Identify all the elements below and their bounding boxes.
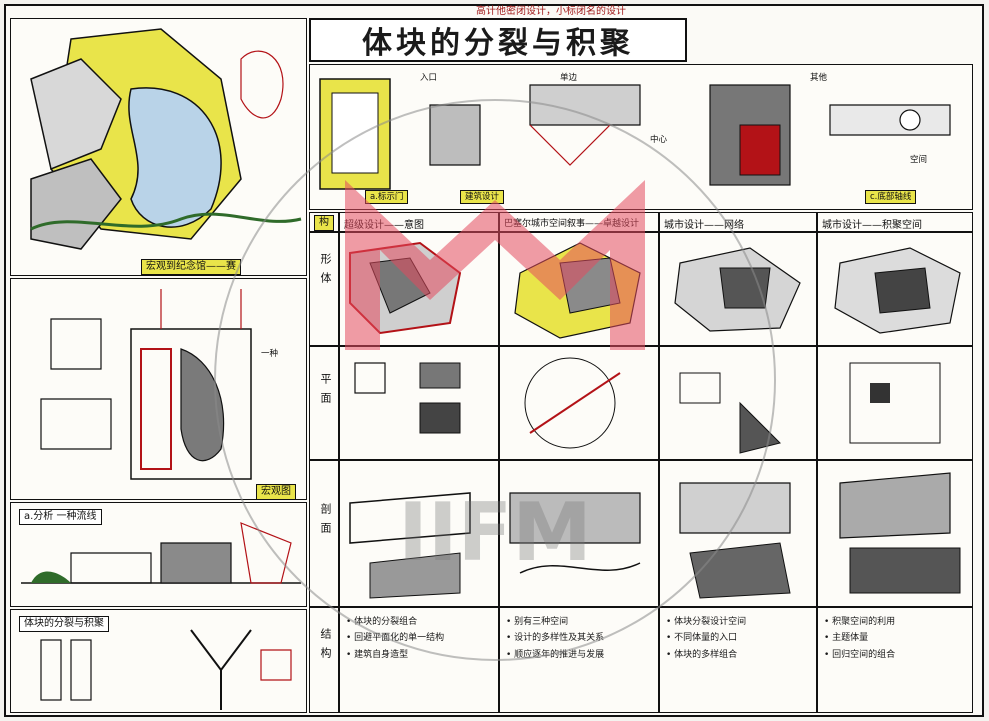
note-3-0: • 积聚空间的利用 [824, 617, 896, 627]
page-title: 体块的分裂与积聚 [309, 18, 687, 62]
site-sketch-icon [11, 19, 306, 275]
strip-label-3: 其他 [810, 73, 828, 83]
note-0-1: • 回避平面化的单一结构 [346, 633, 445, 644]
left-footer-title: 体块的分裂与积聚 [19, 616, 109, 632]
header-note: 高计他密闭设计，小标闭名的设计 [476, 6, 626, 17]
note-3-1: • 主题体量 [824, 633, 869, 644]
col-header-3: 城市设计——积聚空间 [822, 220, 922, 231]
strip-label-4: 空间 [910, 155, 928, 165]
left-footer-panel: 体块的分裂与积聚 [10, 609, 307, 713]
note-3-2: • 回归空间的组合 [824, 649, 896, 660]
notes-col-1: • 别有三种空间 • 设计的多样性及其关系 • 顺应逐年的推进与发展 [506, 617, 654, 666]
notes-col-3: • 积聚空间的利用 • 主题体量 • 回归空间的组合 [824, 617, 970, 666]
note-2-1: • 不同体量的入口 [666, 633, 738, 644]
note-1-0: • 别有三种空间 [506, 617, 569, 627]
left-mid-tag: 宏观图 [256, 484, 296, 499]
left-bottom-caption: a.分析 一种流线 [19, 509, 102, 525]
tag-a: a.标示门 [365, 190, 409, 205]
note-1-2: • 顺应逐年的推进与发展 [506, 649, 605, 660]
tag-b: 建筑设计 [460, 190, 505, 205]
left-top-caption: 宏观到纪念馆——赛 [141, 259, 241, 275]
note-2-2: • 体块的多样组合 [666, 649, 738, 660]
strip-label-1: 单边 [560, 73, 578, 83]
strip-label-0: 入口 [420, 73, 438, 83]
tag-c: c.底部轴线 [865, 190, 917, 205]
notes-col-0: • 体块的分裂组合 • 回避平面化的单一结构 • 建筑自身造型 [346, 617, 494, 666]
left-mid-note: 一种 [261, 349, 279, 359]
top-strip-sketches-icon [310, 65, 972, 209]
left-top-panel: 宏观到纪念馆——赛 [10, 18, 307, 276]
note-1-1: • 设计的多样性及其关系 [506, 633, 605, 644]
strip-label-2: 中心 [650, 135, 668, 145]
notes-col-2: • 体块分裂设计空间 • 不同体量的入口 • 体块的多样组合 [666, 617, 812, 666]
plan-sketch-icon [11, 279, 306, 499]
left-bottom-panel: a.分析 一种流线 [10, 502, 307, 607]
left-mid-panel: 宏观图 一种 [10, 278, 307, 500]
note-2-0: • 体块分裂设计空间 [666, 617, 747, 627]
note-0-0: • 体块的分裂组合 [346, 617, 418, 627]
matrix-panel: 构 超级设计——意图 巴塞尔城市空间叙事——卓越设计 城市设计——网络 城市设计… [309, 212, 973, 713]
y-diagram-icon [40, 629, 292, 710]
top-strip-panel: a.标示门 建筑设计 c.底部轴线 入口 单边 中心 其他 空间 [309, 64, 973, 210]
note-0-2: • 建筑自身造型 [346, 649, 409, 660]
